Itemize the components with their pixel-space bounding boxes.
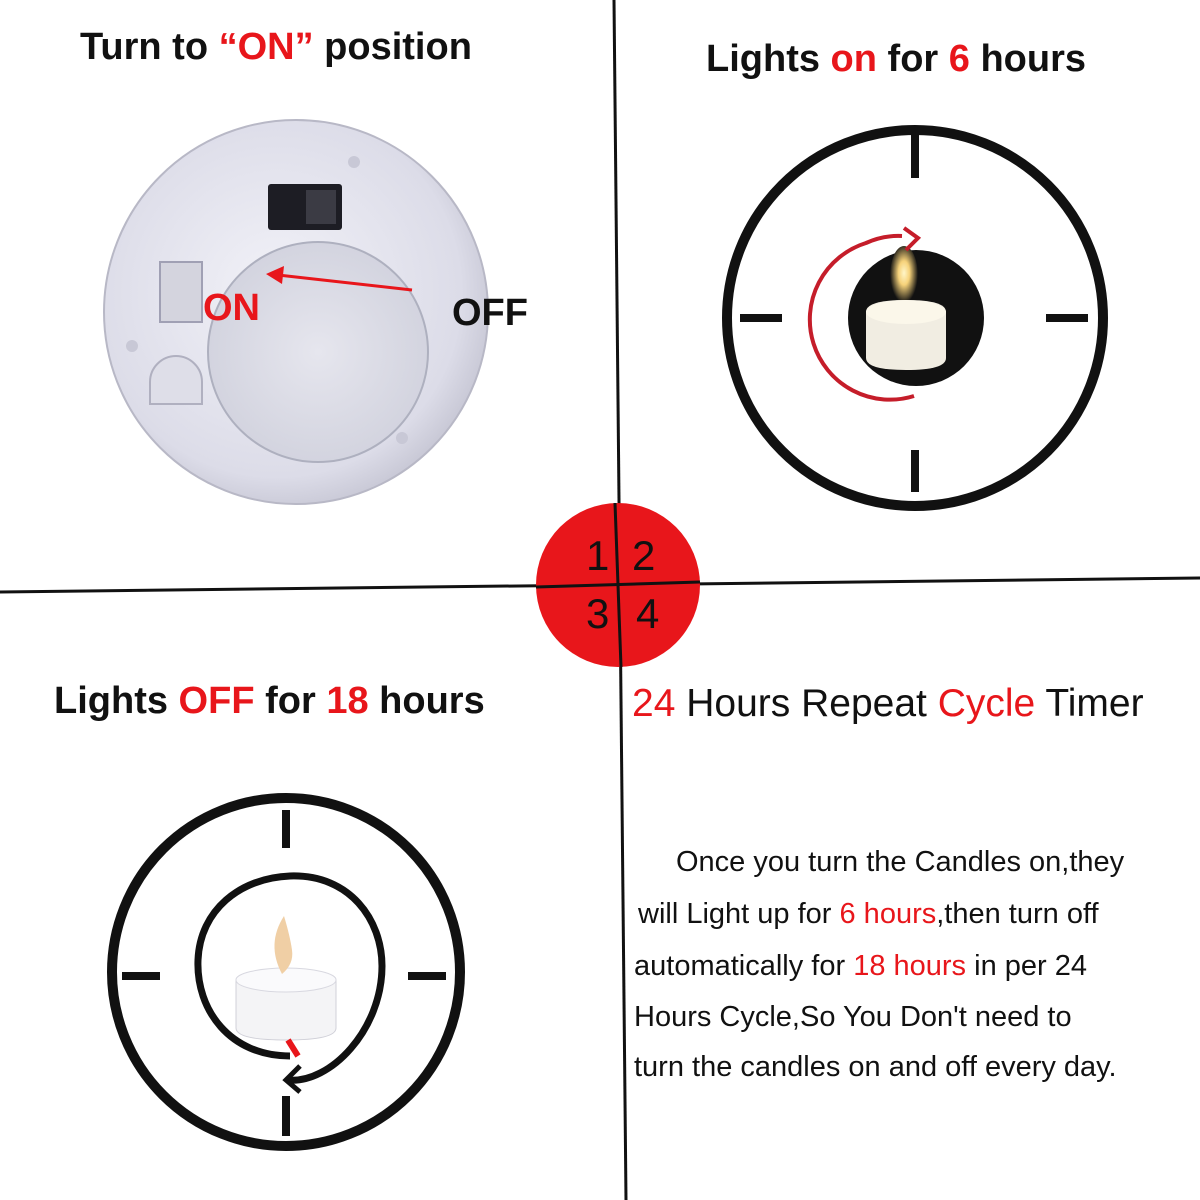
cycle-marker	[285, 1038, 301, 1058]
q1-title: Turn to “ON” position	[80, 26, 472, 68]
q4-title: 24 Hours Repeat Cycle Timer	[632, 682, 1144, 725]
unlit-flame-icon	[274, 916, 293, 974]
badge-number-3: 3	[586, 590, 609, 637]
description-line-3: automatically for 18 hours in per 24	[634, 950, 1087, 982]
q3-title: Lights OFF for 18 hours	[54, 680, 485, 722]
on-label: ON	[203, 287, 260, 329]
off-duration-spiral	[194, 872, 386, 1084]
flame-icon	[890, 246, 918, 306]
switch-slot	[159, 261, 203, 323]
cover-tab	[149, 355, 203, 405]
battery-cover	[207, 241, 429, 463]
dial-outer-ring	[107, 793, 465, 1151]
q2-title: Lights on for 6 hours	[706, 38, 1087, 80]
description-line-2: will Light up for 6 hours,then turn off	[638, 898, 1099, 930]
spiral-arrow-icon	[282, 1064, 302, 1094]
off-label: OFF	[452, 292, 528, 334]
arrow-head-icon	[266, 266, 284, 284]
description-line-5: turn the candles on and off every day.	[634, 1051, 1117, 1083]
on-duration-arc	[807, 233, 915, 402]
badge-number-4: 4	[636, 590, 659, 637]
switch-direction-arrow	[277, 273, 413, 292]
dial-outer-ring	[722, 125, 1108, 511]
arc-arrow-icon	[902, 226, 922, 252]
badge-number-2: 2	[632, 532, 655, 579]
description-line-1: Once you turn the Candles on,they	[676, 846, 1125, 878]
badge-number-1: 1	[586, 532, 609, 579]
description-line-4: Hours Cycle,So You Don't need to	[634, 1001, 1072, 1033]
